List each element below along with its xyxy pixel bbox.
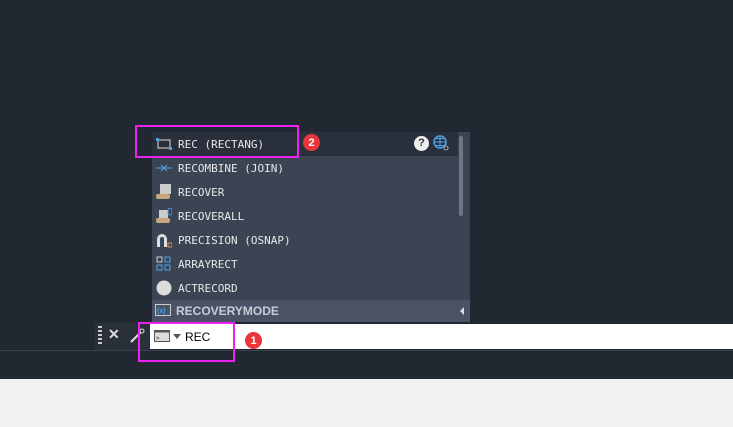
recent-commands-dropdown-icon[interactable] bbox=[173, 334, 181, 339]
suggestion-recombine[interactable]: RECOMBINE (JOIN) bbox=[152, 156, 452, 180]
suggestion-recover[interactable]: RECOVER bbox=[152, 180, 452, 204]
highlight-box-input bbox=[138, 322, 235, 362]
command-line-handle: ✕ bbox=[95, 323, 150, 350]
suggestion-label: RECOVER bbox=[178, 185, 225, 199]
recover-icon bbox=[155, 184, 173, 200]
section-label: RECOVERYMODE bbox=[176, 304, 279, 318]
suggestion-precision[interactable]: PRECISION (OSNAP) bbox=[152, 228, 452, 252]
magnet-icon bbox=[155, 232, 173, 248]
suggestion-label: PRECISION (OSNAP) bbox=[178, 233, 291, 247]
close-icon[interactable]: ✕ bbox=[108, 326, 120, 342]
svg-text:>_: >_ bbox=[156, 335, 164, 342]
array-rect-icon bbox=[155, 256, 173, 272]
recoverall-icon bbox=[155, 208, 173, 224]
highlight-box-suggestion bbox=[135, 125, 299, 158]
suggestion-actrecord[interactable]: ACTRECORD bbox=[152, 276, 452, 300]
drag-handle-icon[interactable] bbox=[98, 326, 102, 346]
step-badge-1: 1 bbox=[245, 332, 262, 349]
section-recoverymode[interactable]: (x) RECOVERYMODE bbox=[152, 300, 470, 322]
suggestion-label: RECOMBINE (JOIN) bbox=[178, 161, 284, 175]
command-value[interactable]: REC bbox=[185, 329, 211, 344]
rectangle-icon bbox=[155, 136, 173, 152]
suggestion-label: ACTRECORD bbox=[178, 281, 238, 295]
autocomplete-dropdown: REC (RECTANG) ? RECOMBINE (JOIN) RECOVER… bbox=[152, 132, 470, 322]
suggestion-recoverall[interactable]: RECOVERALL bbox=[152, 204, 452, 228]
status-area bbox=[0, 379, 733, 427]
svg-text:(x): (x) bbox=[157, 308, 166, 315]
web-search-icon[interactable] bbox=[433, 135, 450, 155]
suggestion-label: REC (RECTANG) bbox=[178, 137, 265, 151]
expand-arrow-icon[interactable] bbox=[460, 307, 464, 315]
command-prompt-icon[interactable]: >_ bbox=[154, 327, 170, 346]
suggestion-label: RECOVERALL bbox=[178, 209, 245, 223]
scrollbar[interactable] bbox=[459, 136, 463, 216]
help-icon[interactable]: ? bbox=[414, 136, 429, 151]
record-icon bbox=[155, 280, 173, 296]
divider bbox=[0, 350, 733, 351]
command-input[interactable]: >_ REC bbox=[150, 324, 733, 349]
step-badge-2: 2 bbox=[303, 134, 320, 151]
join-icon bbox=[155, 160, 173, 176]
suggestion-arrayrect[interactable]: ARRAYRECT bbox=[152, 252, 452, 276]
system-variable-icon: (x) bbox=[155, 303, 171, 319]
suggestion-label: ARRAYRECT bbox=[178, 257, 238, 271]
